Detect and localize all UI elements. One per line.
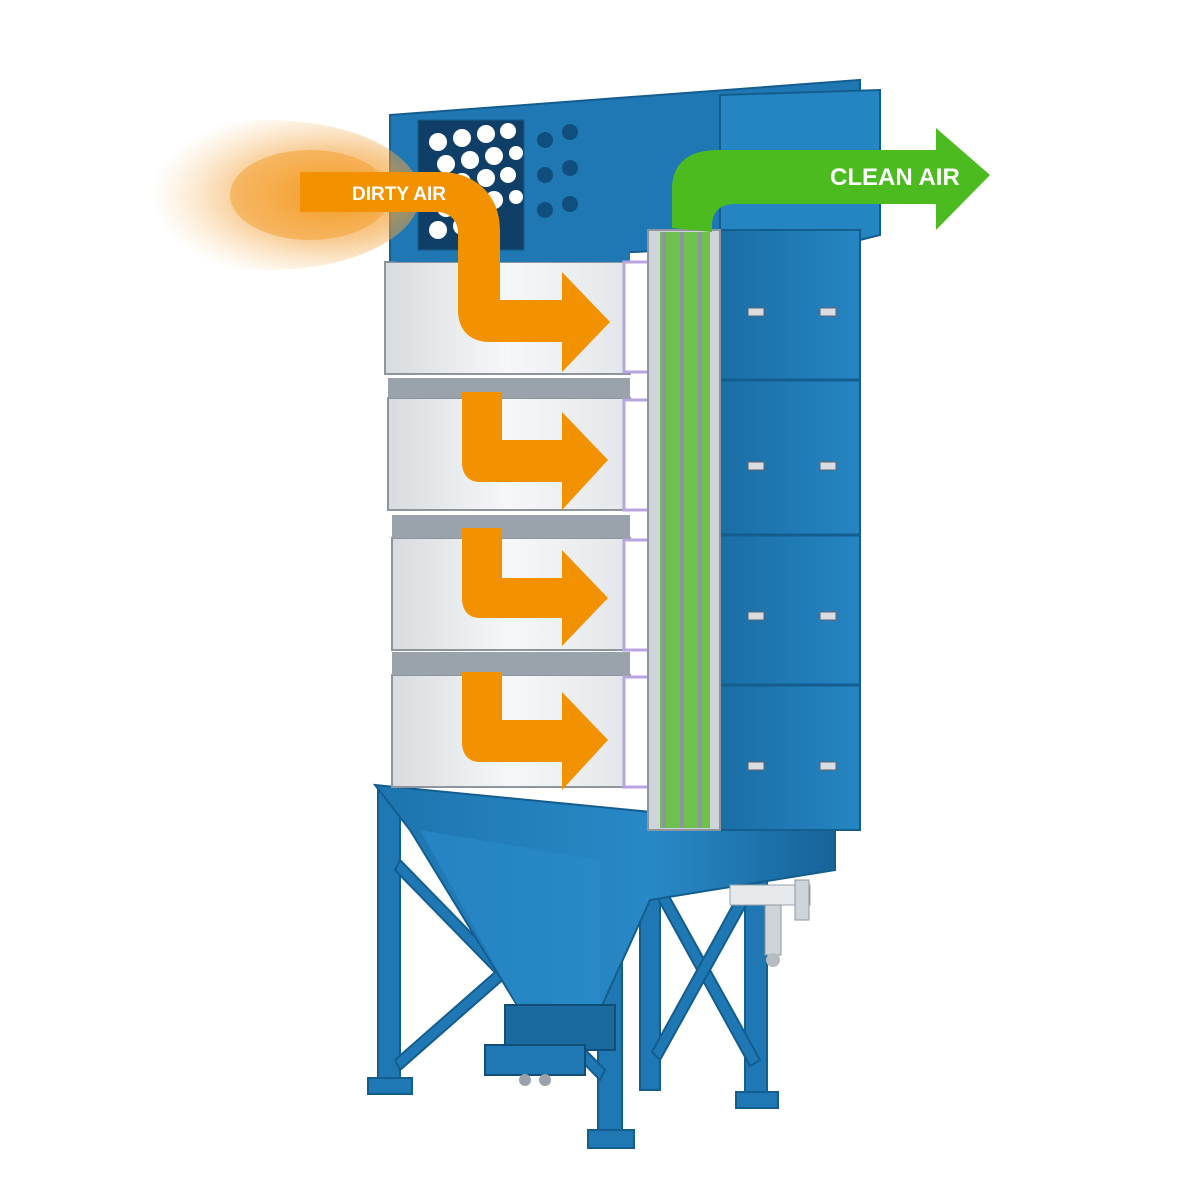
pulse-valve-assembly: [729, 879, 811, 967]
clean-air-arrow-icon: [672, 128, 990, 232]
module-handle-icon[interactable]: [819, 611, 837, 621]
dirty-air-arrows: [300, 172, 610, 790]
module-handle-icon[interactable]: [819, 307, 837, 317]
module-handle-icon[interactable]: [819, 461, 837, 471]
module-handle-icon[interactable]: [747, 307, 765, 317]
dirty-air-label: DIRTY AIR: [352, 184, 446, 205]
clean-air-label: CLEAN AIR: [830, 164, 960, 191]
dirty-air-arrow-icon: [300, 172, 610, 372]
dirty-air-arrow-icon: [462, 528, 608, 646]
dirty-air-arrow-icon: [462, 672, 608, 790]
filter-module: [391, 652, 631, 788]
module-handle-icon[interactable]: [747, 611, 765, 621]
tubesheet: [647, 229, 721, 831]
clean-air-plenum: [719, 229, 861, 831]
module-handle-icon[interactable]: [747, 761, 765, 771]
module-handle-icon[interactable]: [819, 761, 837, 771]
collection-hopper: [372, 783, 836, 1086]
dirty-air-arrow-icon: [462, 392, 608, 510]
module-handle-icon[interactable]: [747, 461, 765, 471]
